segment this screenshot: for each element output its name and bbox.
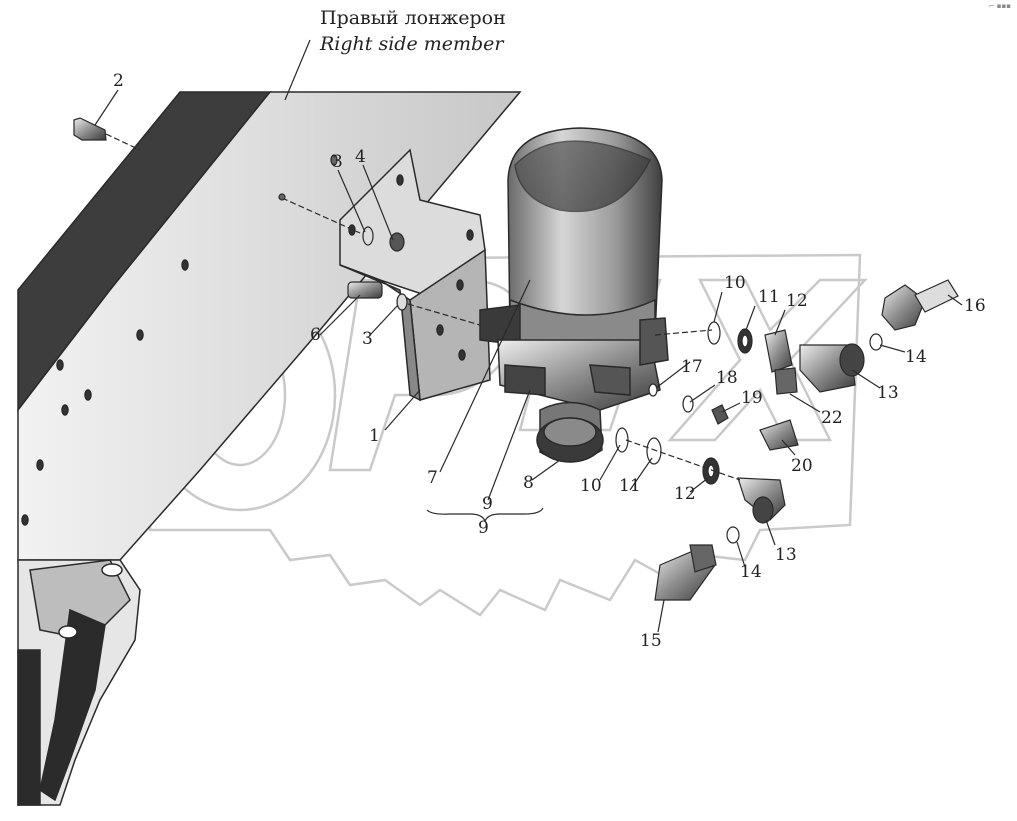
fittings-group	[615, 279, 959, 601]
bracket	[339, 148, 491, 402]
callout-12a: 12	[786, 291, 808, 311]
callout-18: 18	[716, 368, 738, 388]
callout-3a: 3	[332, 152, 343, 172]
callout-12b: 12	[674, 484, 696, 504]
callout-11a: 11	[758, 287, 780, 307]
callout-14a: 14	[905, 347, 927, 367]
callout-16: 16	[964, 296, 986, 316]
callout-22: 22	[821, 408, 843, 428]
callout-4: 4	[355, 147, 366, 167]
callout-11b: 11	[619, 476, 641, 496]
callout-17: 17	[681, 357, 703, 377]
callout-7: 7	[427, 468, 438, 488]
callout-9a: 9	[482, 494, 493, 514]
callout-1: 1	[369, 426, 380, 446]
callout-8: 8	[523, 473, 534, 493]
callout-6: 6	[310, 325, 321, 345]
title-russian: Правый лонжерон	[320, 7, 506, 29]
callout-2: 2	[113, 71, 124, 91]
corner-mark: ⌐ ▪▪▪	[988, 2, 1011, 10]
callout-15: 15	[640, 631, 662, 651]
callout-14b: 14	[740, 562, 762, 582]
callout-10a: 10	[724, 273, 746, 293]
title-english: Right side member	[320, 33, 504, 55]
callout-13a: 13	[877, 383, 899, 403]
air-dryer-cartridge	[479, 127, 669, 463]
bolt-2	[73, 117, 141, 151]
callout-19: 19	[741, 388, 763, 408]
bolt-6	[347, 281, 481, 326]
callout-10b: 10	[580, 476, 602, 496]
washer-nut-3-4	[278, 154, 405, 252]
callout-13b: 13	[775, 545, 797, 565]
leader-lines	[94, 39, 963, 633]
callout-3b: 3	[362, 329, 373, 349]
callout-20: 20	[791, 456, 813, 476]
callout-9b: 9	[478, 518, 489, 538]
